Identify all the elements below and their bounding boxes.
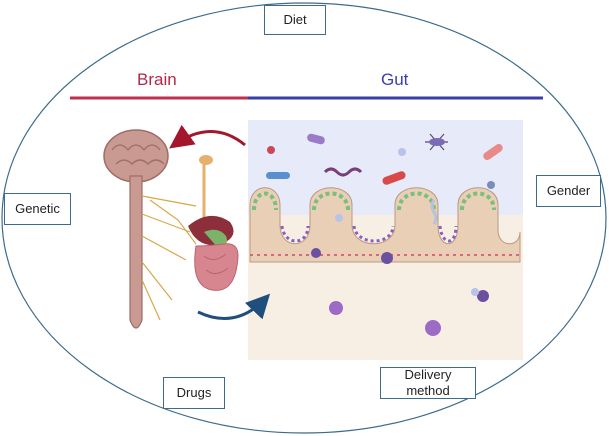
gut-label: Gut — [381, 70, 409, 89]
brain-illustration — [103, 129, 197, 329]
gender-box: Gender — [536, 175, 601, 207]
immune-cells — [311, 248, 489, 336]
gut-panel — [248, 120, 523, 360]
drugs-box: Drugs — [163, 377, 225, 409]
gut-organs-illustration — [188, 155, 239, 291]
brain-to-gut-arrow — [197, 293, 271, 320]
diet-box: Diet — [264, 5, 326, 35]
delivery-method-box: Delivery method — [380, 367, 476, 399]
genetic-box: Genetic — [4, 193, 71, 225]
gut-to-brain-arrow — [169, 124, 246, 149]
brain-label: Brain — [137, 70, 177, 89]
nerves — [141, 195, 197, 321]
spinal-cord — [129, 175, 143, 329]
microbes — [266, 133, 503, 225]
intestinal-villi — [249, 187, 521, 263]
